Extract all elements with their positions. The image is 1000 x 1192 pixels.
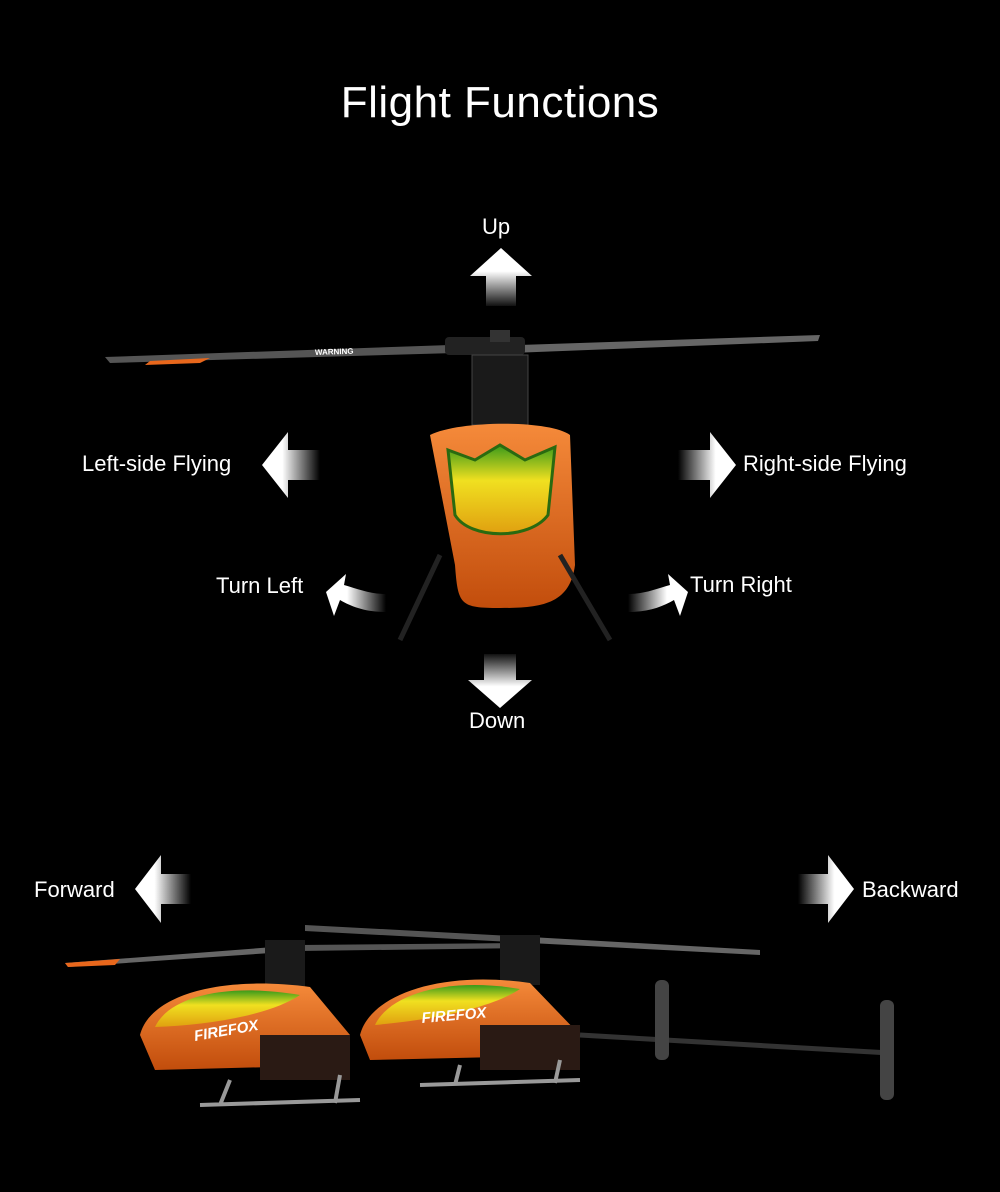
helicopters-side-view: FIREFOX FIREFOX (65, 925, 894, 1107)
label-right-side-flying: Right-side Flying (743, 451, 907, 476)
blade-warning-text: WARNING (315, 347, 354, 357)
turn-left-arrow-icon (326, 574, 386, 616)
arrow-forward-icon (135, 855, 191, 923)
label-left-side-flying: Left-side Flying (82, 451, 232, 476)
turn-right-arrow-icon (628, 574, 688, 616)
helicopter-side-1: FIREFOX (65, 940, 530, 1107)
brand-text-2: FIREFOX (421, 1004, 488, 1027)
helicopter-side-2: FIREFOX (305, 925, 894, 1100)
arrow-backward-icon (798, 855, 854, 923)
label-forward: Forward (34, 877, 115, 902)
label-down: Down (469, 708, 526, 733)
arrow-left-icon (262, 432, 320, 498)
page-title: Flight Functions (340, 78, 660, 127)
label-turn-left: Turn Left (216, 573, 304, 598)
helicopter-front-view: WARNING (105, 330, 820, 642)
arrow-down-icon (468, 654, 532, 708)
label-up: Up (482, 214, 511, 239)
arrow-right-icon (678, 432, 736, 498)
arrow-up-icon (470, 248, 532, 306)
label-backward: Backward (862, 877, 959, 902)
label-turn-right: Turn Right (690, 572, 792, 597)
